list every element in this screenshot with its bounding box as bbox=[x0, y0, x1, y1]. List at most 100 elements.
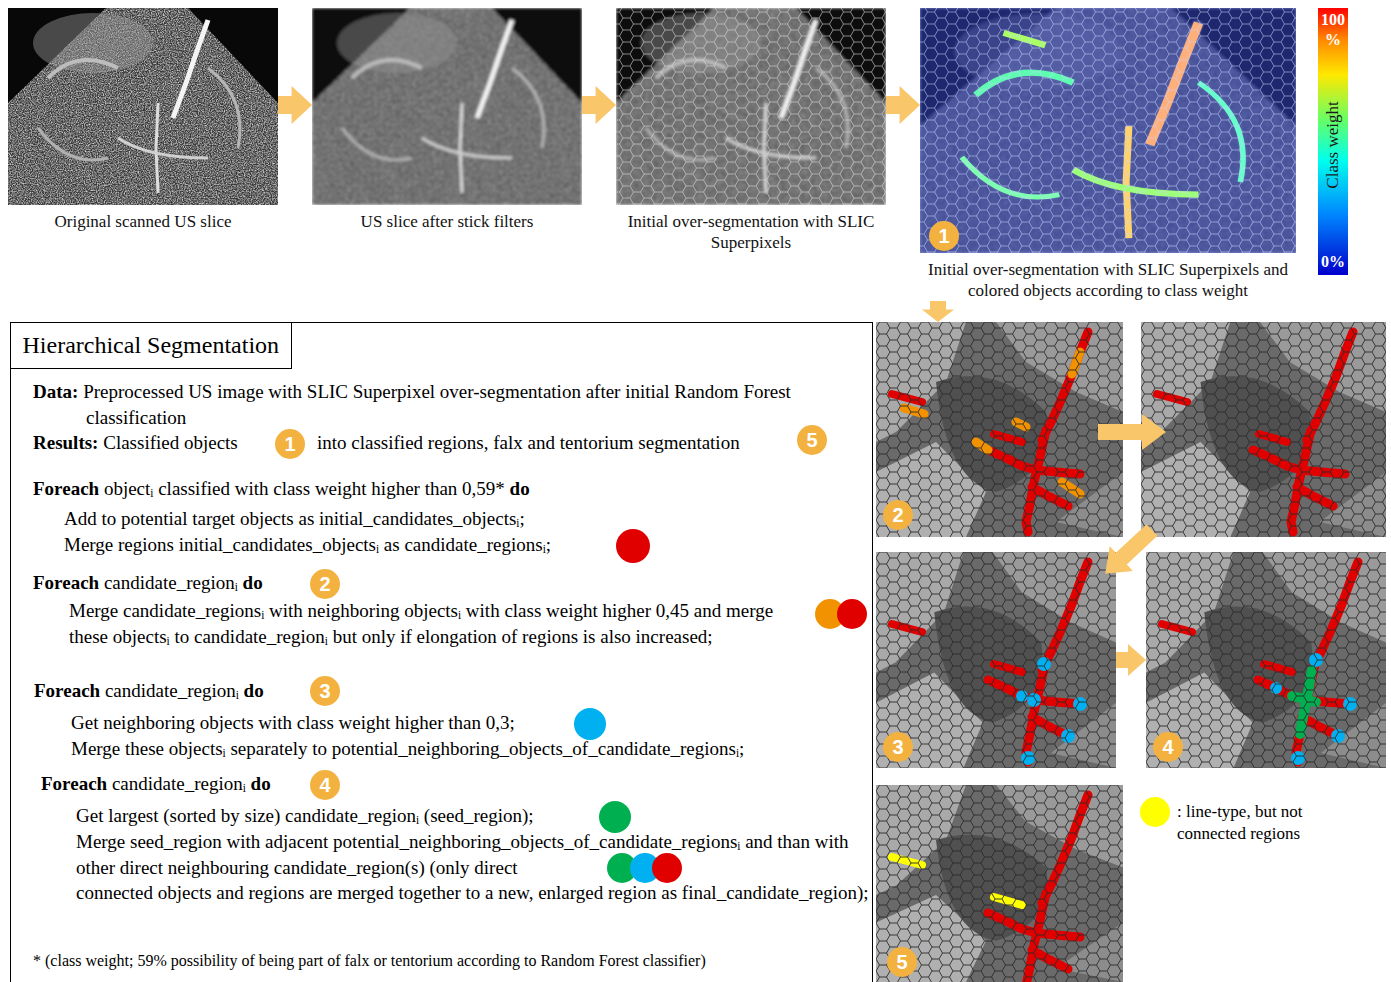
segmentation-step-image bbox=[1141, 322, 1386, 537]
step-panel: 4 bbox=[1146, 552, 1386, 768]
panel-caption: Initial over-segmentation with SLIC Supe… bbox=[616, 211, 886, 253]
segmentation-step-image bbox=[876, 552, 1116, 768]
image-panel: Initial over-segmentation with SLIC Supe… bbox=[616, 8, 886, 253]
segmentation-step-image bbox=[876, 552, 1116, 768]
legend-text: : line-type, but not connected regions bbox=[1177, 801, 1347, 845]
algorithm-line: Results: Classified objects bbox=[33, 430, 238, 456]
segmentation-step-image bbox=[876, 785, 1123, 982]
image-panel: Original scanned US slice bbox=[8, 8, 278, 232]
scale-label: 0% bbox=[1318, 252, 1348, 272]
flow-arrow bbox=[1116, 644, 1146, 676]
step-panel: 3 bbox=[876, 552, 1116, 768]
filtered-image bbox=[312, 8, 582, 205]
keyword: Foreach bbox=[33, 572, 99, 593]
class-symbol bbox=[652, 853, 682, 883]
superpixel-image bbox=[616, 8, 886, 205]
superpixel-image bbox=[616, 8, 886, 205]
step-arrow bbox=[1098, 414, 1166, 450]
callout-number: 4 bbox=[1153, 732, 1183, 762]
us-slice-image bbox=[8, 8, 278, 205]
segmentation-step-image bbox=[876, 322, 1123, 537]
segmentation-step-image bbox=[1146, 552, 1386, 768]
keyword: do bbox=[251, 773, 271, 794]
algorithm-line: Add to potential target objects as initi… bbox=[64, 506, 525, 532]
image-panel: Initial over-segmentation with SLIC Supe… bbox=[920, 8, 1296, 301]
step-arrow bbox=[1098, 414, 1166, 450]
color-bar bbox=[1318, 8, 1348, 275]
segmentation-step-image bbox=[876, 552, 1116, 768]
callout-number: 1 bbox=[929, 221, 959, 251]
algorithm-line: Foreach candidate_regionᵢ do bbox=[33, 570, 263, 596]
algorithm-line: * (class weight; 59% possibility of bein… bbox=[33, 948, 706, 974]
panel-caption: Original scanned US slice bbox=[8, 211, 278, 232]
callout-number: 2 bbox=[310, 569, 340, 599]
keyword: Results: bbox=[33, 432, 98, 453]
algorithm-box: Data: Preprocessed US image with SLIC Su… bbox=[10, 322, 873, 982]
callout-number: 2 bbox=[883, 500, 913, 530]
color-bar bbox=[1318, 8, 1348, 275]
step-arrow bbox=[1094, 518, 1164, 587]
segmentation-step-image bbox=[1141, 322, 1386, 537]
class-symbol bbox=[574, 529, 867, 883]
algorithm-line: Foreach candidate_regionᵢ do bbox=[41, 771, 271, 797]
class-symbol bbox=[616, 529, 650, 563]
class-symbol bbox=[574, 708, 606, 740]
class-weight-image bbox=[920, 8, 1296, 253]
flow-arrow bbox=[922, 301, 954, 322]
class-symbol bbox=[837, 599, 867, 629]
flow-arrow bbox=[886, 86, 920, 124]
algorithm-line: Merge regions initial_candidates_objects… bbox=[64, 532, 551, 558]
wrap-spacer bbox=[581, 855, 871, 881]
algorithm-line: Merge seed_region with adjacent potentia… bbox=[76, 829, 871, 906]
scale-label: 100 % bbox=[1318, 10, 1348, 50]
algorithm-line: into classified regions, falx and tentor… bbox=[317, 430, 740, 456]
step-panel: 2 bbox=[876, 322, 1123, 537]
step-arrow bbox=[1094, 414, 1166, 586]
heading-tab: Hierarchical Segmentation bbox=[10, 322, 293, 369]
algorithm-line: Merge these objectsᵢ separately to poten… bbox=[71, 736, 744, 762]
callout-number: 3 bbox=[310, 676, 340, 706]
segmentation-step-image bbox=[876, 785, 1123, 982]
segmentation-step-image bbox=[876, 322, 1123, 537]
callout-number: 5 bbox=[887, 947, 917, 977]
keyword: Data: bbox=[33, 381, 78, 402]
callout-number: 3 bbox=[883, 732, 913, 762]
legend-swatch bbox=[1140, 797, 1170, 827]
algorithm-line: Data: Preprocessed US image with SLIC Su… bbox=[33, 379, 886, 430]
flow-arrow bbox=[582, 86, 616, 124]
algorithm-line: Foreach objectᵢ classified with class we… bbox=[33, 476, 530, 502]
callout-number: 4 bbox=[310, 770, 340, 800]
step-panel: 5 bbox=[876, 785, 1123, 982]
keyword: Foreach bbox=[41, 773, 107, 794]
panel-caption: US slice after stick filters bbox=[312, 211, 582, 232]
algorithm-line: Get largest (sorted by size) candidate_r… bbox=[76, 803, 534, 829]
algorithm-line: Get neighboring objects with class weigh… bbox=[71, 710, 515, 736]
superpixel-image bbox=[616, 8, 886, 205]
keyword: do bbox=[244, 680, 264, 701]
class-weight-image bbox=[920, 8, 1296, 253]
step-arrow bbox=[1094, 518, 1164, 587]
class-symbol bbox=[599, 801, 631, 833]
heading-text: Hierarchical Segmentation bbox=[23, 323, 280, 367]
flow-arrow bbox=[278, 86, 312, 124]
image-panel: US slice after stick filters bbox=[312, 8, 582, 232]
callout-number: 1 bbox=[275, 429, 305, 459]
segmentation-step-image bbox=[1141, 322, 1386, 537]
class-weight-image bbox=[920, 8, 1296, 253]
algorithm-line: Merge candidate_regionsᵢ with neighborin… bbox=[69, 598, 809, 649]
filtered-image bbox=[312, 8, 582, 205]
keyword: Foreach bbox=[34, 680, 100, 701]
panel-caption: Initial over-segmentation with SLIC Supe… bbox=[920, 259, 1296, 301]
axis-title: Class weight bbox=[1323, 101, 1343, 188]
keyword: do bbox=[243, 572, 263, 593]
class-weight-image bbox=[920, 8, 1296, 253]
keyword: do bbox=[510, 478, 530, 499]
segmentation-step-image bbox=[876, 322, 1123, 537]
us-slice-image bbox=[8, 8, 278, 205]
algorithm-line: Foreach candidate_regionᵢ do bbox=[34, 678, 264, 704]
segmentation-step-image bbox=[876, 785, 1123, 982]
callout-number: 5 bbox=[797, 425, 827, 455]
keyword: Foreach bbox=[33, 478, 99, 499]
segmentation-step-image bbox=[1146, 552, 1386, 768]
